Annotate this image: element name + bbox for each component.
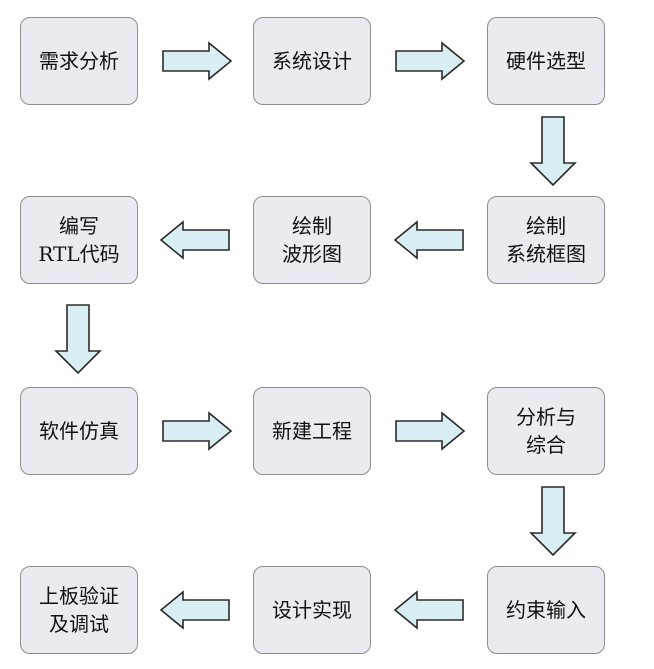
- step-label-line-2: 综合: [526, 433, 566, 457]
- arrow-left-icon: [159, 590, 230, 630]
- step-label-line-1: 编写: [59, 214, 99, 238]
- step-label-line-2: 及调试: [49, 612, 109, 636]
- arrow-down-icon: [529, 116, 577, 187]
- arrow-right-icon: [162, 41, 233, 81]
- step-new-project: 新建工程: [253, 387, 371, 475]
- step-requirements-analysis: 需求分析: [20, 17, 138, 105]
- step-system-design: 系统设计: [253, 17, 371, 105]
- arrow-right-icon: [162, 411, 233, 451]
- step-label-line-2: 波形图: [282, 242, 342, 266]
- step-constraint-input: 约束输入: [487, 566, 605, 654]
- step-software-simulation: 软件仿真: [20, 387, 138, 475]
- arrow-left-icon: [159, 220, 230, 260]
- step-write-rtl-code: 编写 RTL代码: [20, 196, 138, 284]
- step-label-line-1: 绘制: [292, 214, 332, 238]
- arrow-right-icon: [395, 411, 466, 451]
- arrow-down-icon: [54, 304, 102, 375]
- step-label-line-2: RTL代码: [38, 242, 120, 266]
- step-label-line-1: 上板验证: [39, 584, 119, 608]
- step-label-line-2: 系统框图: [506, 242, 586, 266]
- step-label: 约束输入: [506, 598, 586, 622]
- step-label: 新建工程: [272, 419, 352, 443]
- arrow-right-icon: [395, 41, 466, 81]
- step-board-verification-debug: 上板验证 及调试: [20, 566, 138, 654]
- step-label: 系统设计: [272, 49, 352, 73]
- step-label: 软件仿真: [39, 419, 119, 443]
- arrow-left-icon: [393, 220, 464, 260]
- step-label: 硬件选型: [506, 49, 586, 73]
- step-label-line-1: 绘制: [526, 214, 566, 238]
- step-design-implementation: 设计实现: [253, 566, 371, 654]
- arrow-left-icon: [393, 590, 464, 630]
- arrow-down-icon: [529, 486, 577, 557]
- step-label: 设计实现: [272, 598, 352, 622]
- step-draw-waveform: 绘制 波形图: [253, 196, 371, 284]
- step-label-line-1: 分析与: [516, 405, 576, 429]
- step-analysis-synthesis: 分析与 综合: [487, 387, 605, 475]
- step-hardware-selection: 硬件选型: [487, 17, 605, 105]
- step-draw-system-block-diagram: 绘制 系统框图: [487, 196, 605, 284]
- step-label: 需求分析: [39, 49, 119, 73]
